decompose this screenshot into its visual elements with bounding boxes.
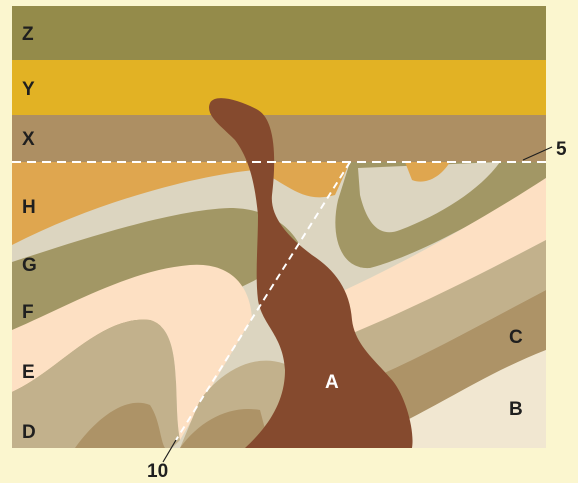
layer-x — [12, 115, 546, 162]
label-c: C — [509, 327, 523, 348]
layer-y — [12, 60, 546, 115]
label-a: A — [325, 372, 339, 393]
callout-label-5: 5 — [556, 139, 567, 160]
label-y: Y — [22, 79, 35, 100]
layer-z — [12, 6, 546, 60]
label-x: X — [22, 129, 35, 150]
label-h: H — [22, 197, 36, 218]
label-d: D — [22, 422, 36, 443]
label-e: E — [22, 362, 35, 383]
label-z: Z — [22, 24, 34, 45]
label-g: G — [22, 255, 37, 276]
label-f: F — [22, 302, 34, 323]
label-b: B — [509, 399, 523, 420]
callout-label-10: 10 — [147, 461, 168, 482]
